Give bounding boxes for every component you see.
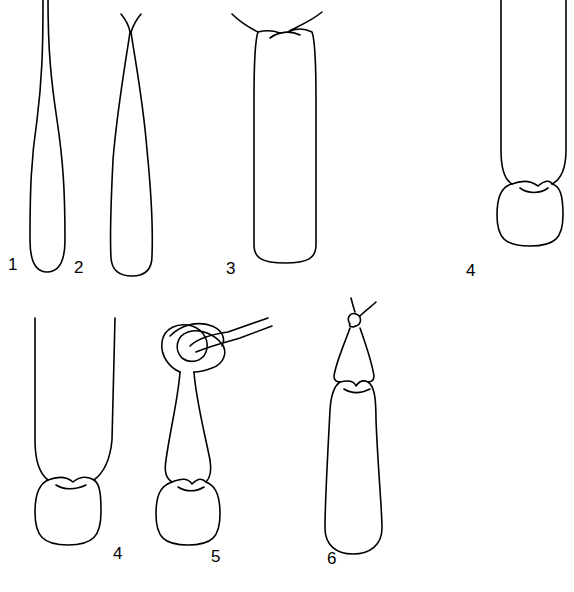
rope-end-knot [348, 298, 376, 327]
rope-bight [111, 14, 153, 276]
rope-hitch [270, 32, 300, 38]
rope-hitch [232, 12, 322, 263]
rope-knot [170, 318, 272, 352]
rope-knot-bight [156, 479, 220, 545]
rope-loop [325, 381, 382, 554]
rope-loop [501, 0, 566, 184]
rope-knot-bight [497, 181, 563, 246]
callout-number: 5 [211, 548, 220, 565]
rope-knot-bight [35, 477, 101, 545]
callout-number: 4 [466, 262, 475, 279]
callout-number: 6 [327, 550, 336, 567]
rope-loop [35, 318, 115, 480]
rope-bight [30, 0, 65, 272]
callout-number: 2 [74, 259, 83, 276]
rope-knot [162, 325, 225, 372]
callout-number: 4 [113, 545, 122, 562]
rope-loop [334, 328, 374, 382]
rope-loop [165, 372, 211, 482]
callout-number: 3 [226, 260, 235, 277]
callout-number: 1 [8, 256, 17, 273]
